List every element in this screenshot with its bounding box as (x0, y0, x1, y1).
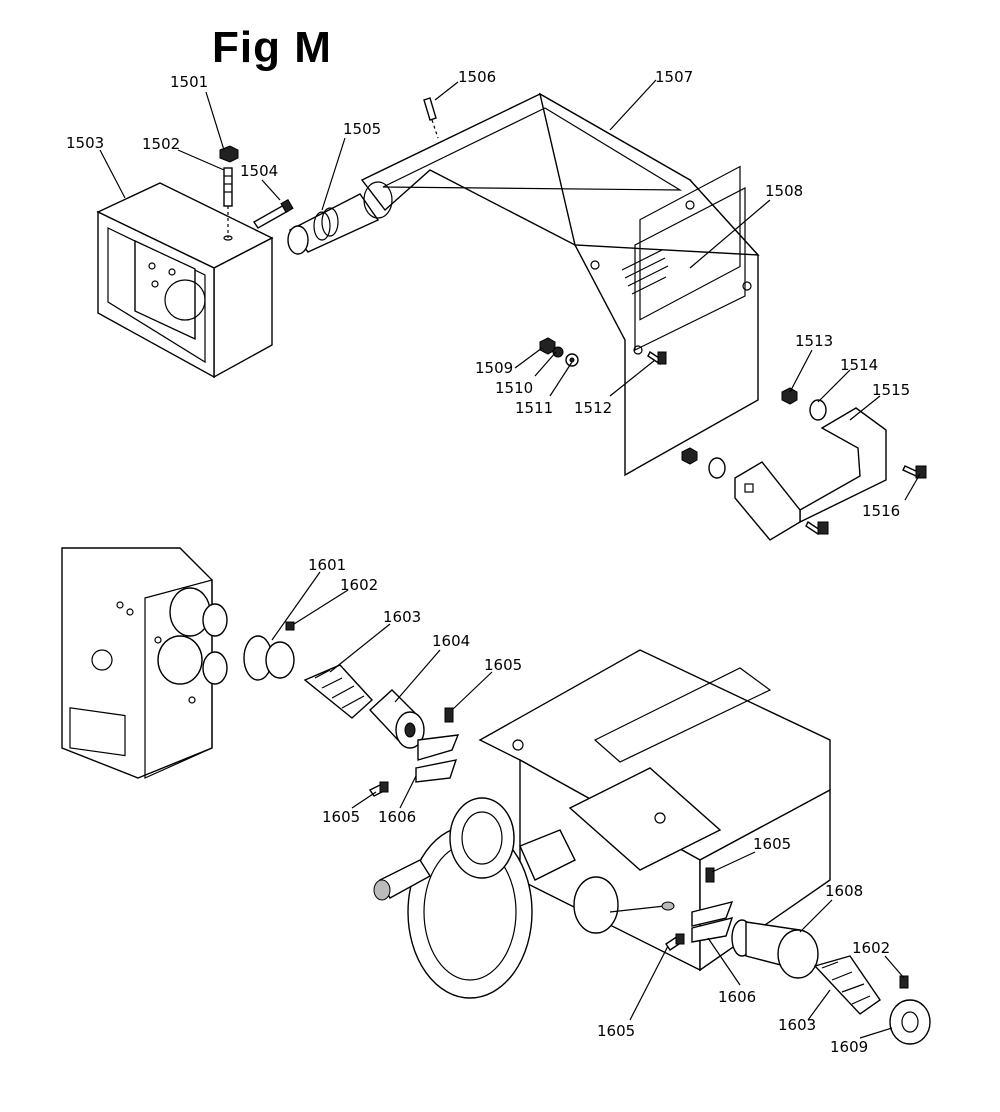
part-1605-screw-d (665, 933, 685, 951)
part-1602-screw-a (285, 621, 295, 631)
part-1515-bracket (734, 407, 887, 541)
part-1505-shaft (287, 193, 380, 255)
part-label-1514: 1514 (840, 356, 878, 374)
part-label-1505: 1505 (343, 120, 381, 138)
part-1514-washer (708, 399, 827, 479)
part-1513-nut (681, 387, 798, 465)
part-label-1605: 1605 (322, 808, 360, 826)
part-1507-belt-guard (360, 92, 760, 477)
part-label-1506: 1506 (458, 68, 496, 86)
part-label-1501: 1501 (170, 73, 208, 91)
part-label-1606: 1606 (378, 808, 416, 826)
part-label-1509: 1509 (475, 359, 513, 377)
carriage-body (478, 649, 831, 972)
part-label-1513: 1513 (795, 332, 833, 350)
part-1605-screw-c (705, 867, 715, 883)
part-1609-end-cap (889, 999, 931, 1045)
part-1606-clip-a (415, 734, 460, 783)
part-label-1515: 1515 (872, 381, 910, 399)
part-label-1602: 1602 (852, 939, 890, 957)
part-label-1605: 1605 (484, 656, 522, 674)
part-label-1516: 1516 (862, 502, 900, 520)
part-label-1604: 1604 (432, 632, 470, 650)
part-1501-nut (219, 145, 239, 163)
part-1502-stud (223, 167, 233, 238)
part-label-1511: 1511 (515, 399, 553, 417)
part-1506-pin (423, 97, 439, 139)
part-label-1606: 1606 (718, 988, 756, 1006)
part-1602-screw-b (899, 975, 909, 989)
part-labels: 1501 1502 1503 1504 1505 1506 1507 1508 … (66, 68, 910, 1056)
part-label-1510: 1510 (495, 379, 533, 397)
part-1510-washer (552, 346, 564, 358)
part-label-1502: 1502 (142, 135, 180, 153)
part-label-1602: 1602 (340, 576, 378, 594)
figure-title: Fig M (212, 23, 332, 72)
leader-lines (99, 79, 921, 1039)
part-1516-screw (805, 465, 927, 536)
part-label-1504: 1504 (240, 162, 278, 180)
part-label-1603: 1603 (383, 608, 421, 626)
handwheel (373, 797, 533, 999)
part-1504-screw (253, 198, 294, 229)
part-1603-handle-b (813, 955, 881, 1015)
part-1606-clip-b (691, 900, 734, 943)
part-1601-flange (243, 635, 295, 681)
headstock-bosses (157, 587, 228, 685)
part-1603-handle-a (303, 664, 373, 719)
part-label-1608: 1608 (825, 882, 863, 900)
part-label-1605: 1605 (753, 835, 791, 853)
part-label-1601: 1601 (308, 556, 346, 574)
part-label-1503: 1503 (66, 134, 104, 152)
part-1512-screw (647, 350, 667, 366)
part-label-1609: 1609 (830, 1038, 868, 1056)
part-label-1507: 1507 (655, 68, 693, 86)
part-1608-collar (731, 919, 819, 979)
part-label-1603: 1603 (778, 1016, 816, 1034)
part-1605-screw-a (444, 707, 454, 723)
part-1604-collar (369, 689, 425, 749)
part-label-1605: 1605 (597, 1022, 635, 1040)
part-label-1512: 1512 (574, 399, 612, 417)
part-1511-washer (565, 353, 579, 367)
part-label-1508: 1508 (765, 182, 803, 200)
part-1503-cover-box (96, 182, 274, 379)
